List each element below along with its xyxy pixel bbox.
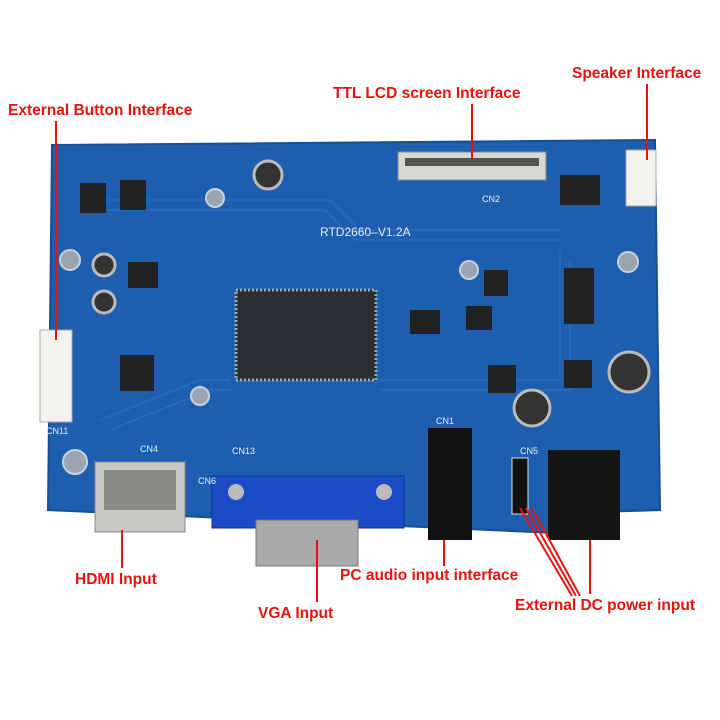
audio-jack xyxy=(428,428,472,540)
mount-hole xyxy=(190,386,210,406)
mount-hole xyxy=(459,260,479,280)
capacitors xyxy=(91,159,651,428)
silk-cn13: CN13 xyxy=(232,446,255,456)
pointer-lines xyxy=(55,84,648,602)
vga-screw xyxy=(228,484,244,500)
mount-hole xyxy=(62,449,88,475)
label-external-button-interface: External Button Interface xyxy=(8,102,193,119)
cn5-header xyxy=(511,457,529,515)
mount-hole xyxy=(617,251,639,273)
mount-hole xyxy=(205,188,225,208)
silk-cn6: CN6 xyxy=(198,476,216,486)
speaker-connector xyxy=(625,149,657,207)
label-pc-audio-input: PC audio input interface xyxy=(340,567,519,584)
label-external-dc-power-input: External DC power input xyxy=(515,597,695,614)
vga-port-shell xyxy=(255,519,359,567)
label-speaker-interface: Speaker Interface xyxy=(572,65,702,82)
vga-port xyxy=(211,475,405,529)
silk-cn5: CN5 xyxy=(520,446,538,456)
silk-cn11: CN11 xyxy=(46,426,68,436)
label-hdmi-input: HDMI Input xyxy=(75,571,157,588)
hdmi-port-opening xyxy=(104,470,176,510)
label-vga-input: VGA Input xyxy=(258,605,334,622)
silk-cn1: CN1 xyxy=(436,416,454,426)
label-ttl-lcd-interface: TTL LCD screen Interface xyxy=(333,85,521,102)
dc-jack xyxy=(548,450,620,540)
ttl-lcd-connector-slot xyxy=(405,158,539,166)
small-ics xyxy=(80,175,600,393)
mount-hole xyxy=(59,249,81,271)
silk-cn4: CN4 xyxy=(140,444,158,454)
button-connector xyxy=(39,329,73,423)
board-model: RTD2660–V1.2A xyxy=(320,225,411,239)
vga-screw xyxy=(376,484,392,500)
silk-cn2: CN2 xyxy=(482,194,500,204)
main-chip xyxy=(234,288,378,382)
